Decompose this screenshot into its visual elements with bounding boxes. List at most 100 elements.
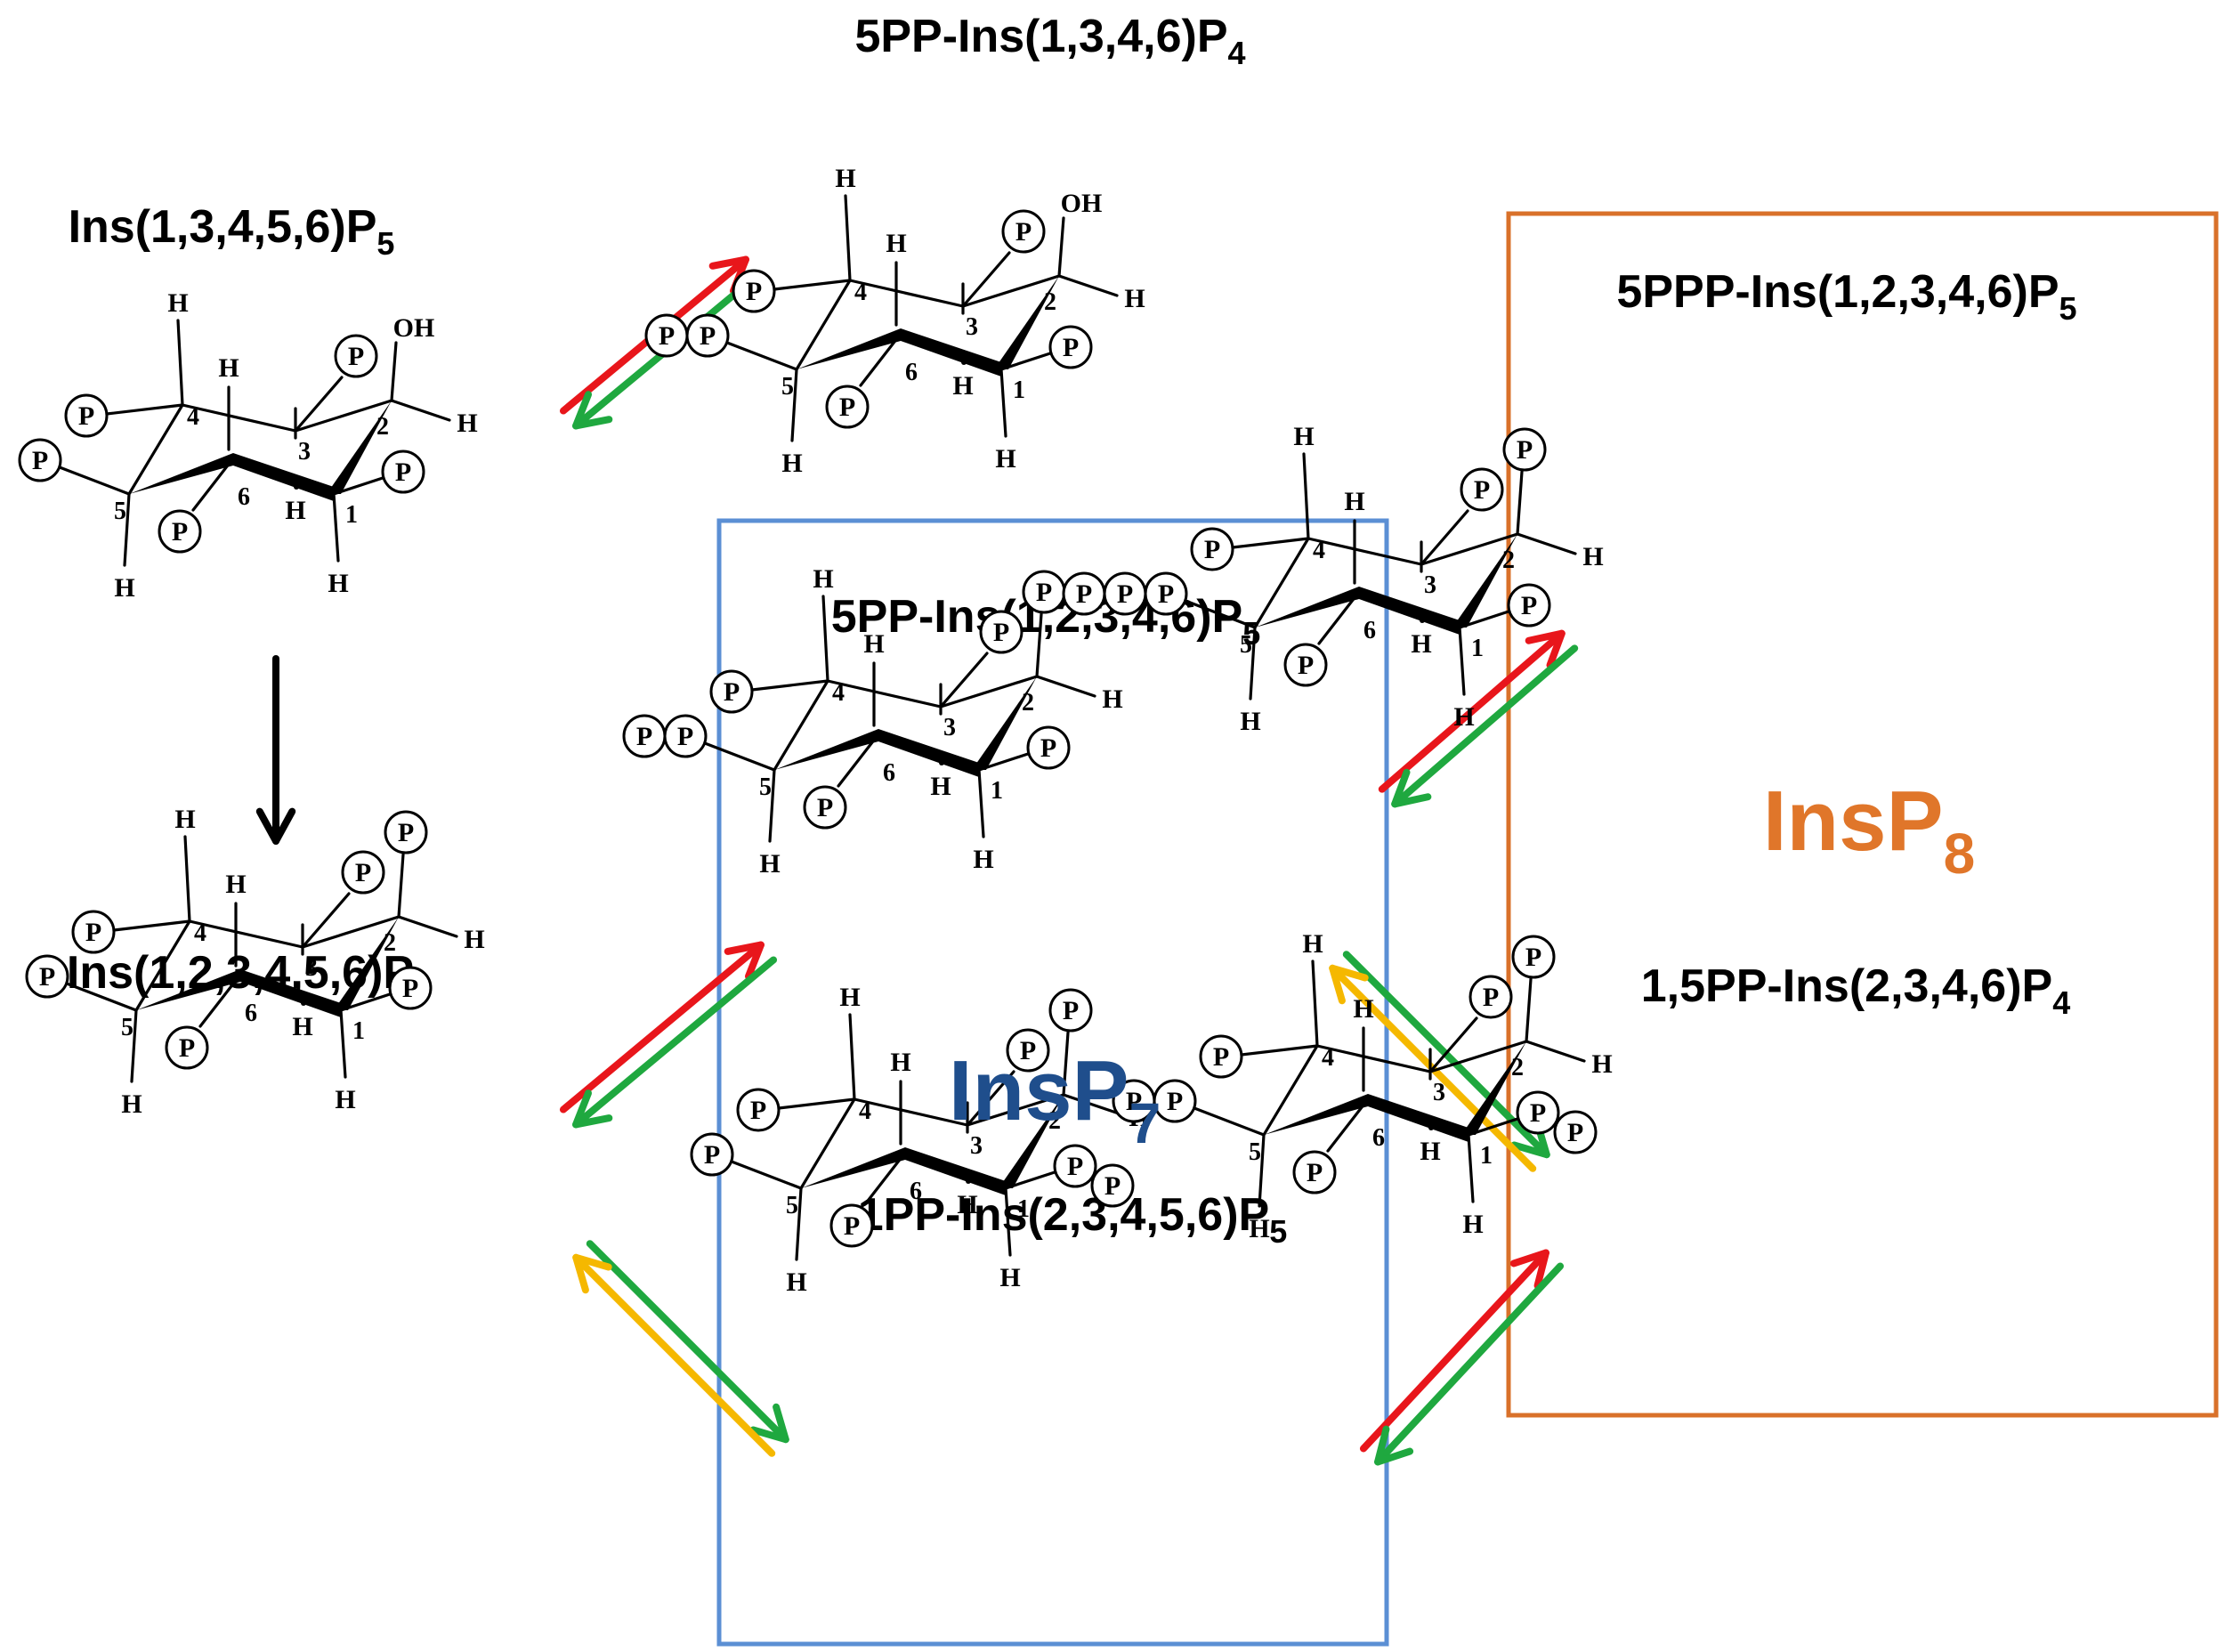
phosphate-circle	[334, 334, 378, 378]
phosphate-circle	[1001, 209, 1046, 254]
hydrogen-label: H	[335, 1085, 355, 1114]
phosphate-circle	[25, 954, 69, 999]
group-boxes	[716, 211, 2219, 1647]
phosphate-letter: P	[1126, 1087, 1142, 1116]
hydrogen-label: H	[1302, 929, 1323, 959]
phosphate-group: P	[334, 334, 378, 378]
arrow-yellow	[572, 1253, 776, 1457]
carbon-number: 5	[781, 373, 794, 401]
insp7-box	[716, 518, 1389, 1647]
carbon-number: 5	[786, 1192, 798, 1219]
phosphate-circle	[1062, 571, 1106, 616]
hydrogen-label: H	[1582, 542, 1603, 571]
phosphate-group: P	[158, 509, 202, 554]
axial-dot	[1420, 618, 1425, 623]
molecule-title-sub: 5	[1269, 1213, 1287, 1250]
axial-dot	[301, 1000, 306, 1006]
molecule-title-sub: 5	[376, 225, 394, 262]
hydrogen-label: H	[1102, 684, 1122, 714]
phosphate-group: P	[1090, 1163, 1135, 1208]
inositol-ring	[127, 399, 393, 501]
molecule-title-sub: 4	[2052, 984, 2070, 1021]
phosphate-circle	[18, 438, 62, 482]
phosphate-letter: P	[993, 618, 1009, 647]
phosphate-circle	[1048, 325, 1093, 369]
phosphate-letter: P	[677, 722, 693, 751]
phosphate-circle	[71, 910, 116, 954]
phosphate-group: P	[25, 954, 69, 999]
hydrogen-label: H	[167, 288, 188, 318]
phosphate-circle	[341, 850, 385, 895]
phosphate-group: P	[685, 313, 730, 358]
phosphate-circle	[1460, 467, 1504, 512]
carbon-number: 3	[966, 313, 978, 341]
carbon-number: 4	[1313, 537, 1325, 564]
phosphate-circle	[1507, 583, 1551, 628]
phosphate-group: P	[64, 393, 109, 438]
phosphate-letter: P	[817, 793, 833, 822]
phosphate-letter: P	[1530, 1098, 1546, 1128]
phosphate-circle	[736, 1088, 781, 1132]
phosphate-group: P	[1026, 725, 1071, 770]
hydrogen-label: H	[995, 444, 1015, 474]
phosphate-letter: P	[1104, 1171, 1121, 1201]
phosphate-group: P	[979, 610, 1024, 654]
phosphate-group: P	[1048, 325, 1093, 369]
carbon-number: 4	[832, 679, 845, 707]
phosphate-group: P	[622, 714, 667, 758]
phosphate-group: P	[1199, 1034, 1243, 1079]
axial-dot	[1428, 1125, 1434, 1130]
insp8-label: InsP8	[1763, 773, 1975, 886]
arrow-green	[572, 956, 778, 1129]
arrow-black	[255, 655, 296, 845]
hydrogen-label: H	[999, 1263, 1020, 1292]
carbon-number: 2	[1044, 288, 1056, 316]
phosphate-group: P	[663, 714, 708, 758]
molecules: Ins(1,3,4,5,6)P5123456HPHPHOHHPHPHPIns(1…	[18, 11, 2077, 1297]
phosphate-group: P	[1553, 1110, 1598, 1154]
insp8-box	[1506, 211, 2219, 1418]
phosphate-circle	[803, 785, 847, 830]
phosphate-circle	[1026, 725, 1071, 770]
hydrogen-label: H	[863, 629, 884, 659]
hydroxyl-label: OH	[393, 313, 435, 343]
carbon-number: 2	[384, 929, 396, 957]
carbon-number: 4	[194, 919, 206, 947]
phosphate-group: P	[709, 669, 754, 714]
phosphate-group: P	[690, 1132, 734, 1177]
carbon-number: 1	[991, 777, 1003, 805]
hydrogen-label: H	[225, 870, 246, 899]
phosphate-circle	[1516, 1090, 1560, 1135]
phosphate-group: P	[1103, 571, 1147, 616]
phosphate-letter: P	[1307, 1158, 1323, 1187]
phosphate-group: P	[165, 1025, 209, 1070]
carbon-number: 1	[1013, 377, 1025, 404]
carbon-number: 5	[759, 773, 772, 801]
carbon-number: 6	[910, 1178, 922, 1205]
hydrogen-label: H	[952, 371, 973, 401]
molecule-title-main: 1,5PP-Ins(2,3,4,6)P	[1641, 960, 2052, 1012]
phosphate-circle	[1048, 988, 1093, 1032]
molecule-title: 1,5PP-Ins(2,3,4,6)P4	[1641, 960, 2070, 1021]
carbon-number: 4	[187, 403, 199, 431]
phosphate-circle	[644, 313, 689, 358]
hydrogen-label: H	[464, 925, 484, 954]
carbon-number: 1	[352, 1017, 365, 1045]
phosphate-letter: P	[844, 1211, 860, 1241]
phosphate-letter: P	[659, 321, 675, 351]
phosphate-group: P	[384, 810, 428, 854]
carbon-number: 5	[1249, 1138, 1261, 1166]
phosphate-group: P	[1006, 1028, 1050, 1073]
hydrogen-label: H	[328, 569, 348, 598]
phosphate-group: P	[1511, 935, 1556, 979]
phosphate-letter: P	[32, 446, 48, 475]
molecule-title-sub: 4	[1228, 35, 1246, 71]
phosphate-group: P	[1292, 1150, 1337, 1194]
phosphate-circle	[1190, 527, 1234, 571]
insp7-label: InsP7	[949, 1043, 1161, 1155]
hydrogen-label: H	[1344, 487, 1364, 516]
phosphate-group: P	[829, 1203, 874, 1248]
phosphate-letter: P	[395, 458, 411, 487]
molecule-title-main: 1PP-Ins(2,3,4,5,6)P	[858, 1189, 1269, 1241]
